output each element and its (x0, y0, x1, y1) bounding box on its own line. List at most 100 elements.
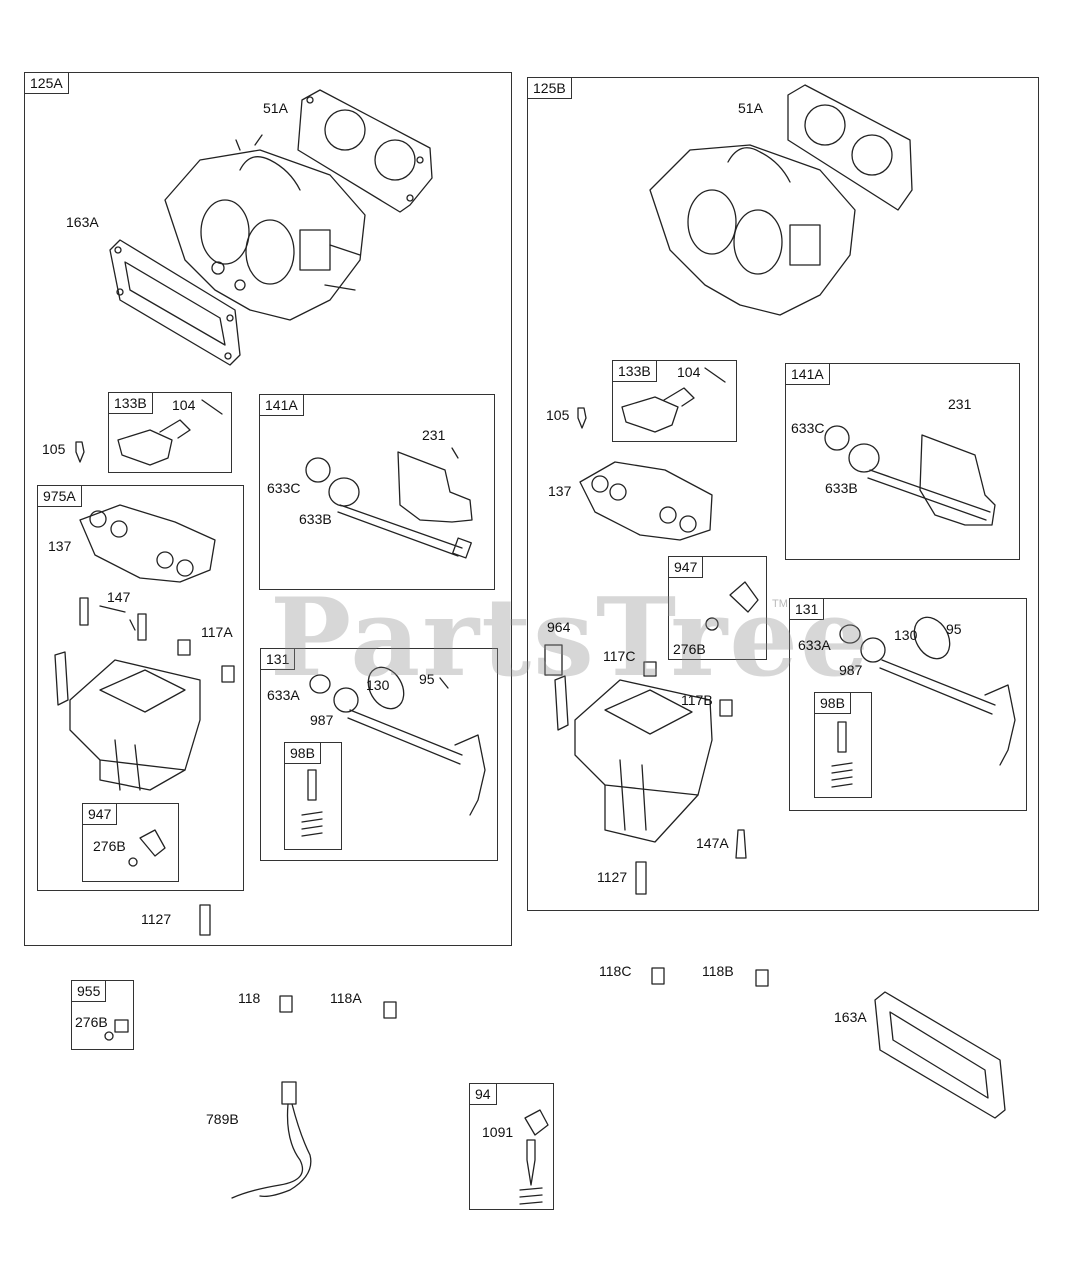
pin-147-b (137, 613, 147, 641)
callout-104-right: 104 (677, 364, 701, 380)
fitting-117B (719, 699, 733, 717)
fitting-117C (643, 661, 657, 677)
pin-147A (735, 829, 747, 859)
callout-1127-left: 1127 (141, 911, 172, 927)
group-125A: 125A (24, 72, 512, 946)
callout-117C: 117C (603, 648, 636, 664)
callout-104-left: 104 (172, 397, 196, 413)
callout-118: 118 (238, 990, 261, 1006)
idle-mixture-screw-94 (519, 1109, 549, 1205)
callout-118C: 118C (599, 963, 632, 979)
callout-117A-left: 117A (201, 624, 233, 640)
group-tag-131-left: 131 (260, 648, 296, 670)
group-tag-133B-left: 133B (108, 392, 153, 414)
screw-1127-left (199, 904, 211, 936)
callout-231-left: 231 (422, 427, 446, 443)
callout-118A: 118A (330, 990, 362, 1006)
choke-shaft-group-left (305, 447, 473, 559)
group-947-right: 947 (668, 556, 767, 660)
callout-130-right: 130 (894, 627, 918, 643)
fitting-105-right (577, 407, 587, 429)
gasket-51A-right (787, 84, 913, 211)
gasket-51A-left (297, 89, 433, 213)
group-131-right: 131 (789, 598, 1027, 811)
choke-shaft-group-right (824, 425, 996, 526)
fitting-118B (755, 969, 769, 987)
group-131-left: 131 (260, 648, 498, 861)
spring-screw-98B-right (831, 721, 853, 788)
fitting-117A-a (177, 639, 191, 656)
carburetor-body-right (649, 144, 856, 316)
callout-633B-right: 633B (825, 480, 858, 496)
callout-105-left: 105 (42, 441, 66, 457)
callout-964: 964 (547, 619, 571, 635)
callout-117B: 117B (681, 692, 713, 708)
callout-137-left: 137 (48, 538, 72, 554)
callout-1091: 1091 (482, 1124, 514, 1140)
group-tag-125B: 125B (527, 77, 572, 99)
group-94: 94 (469, 1083, 554, 1210)
fitting-118C (651, 967, 665, 985)
callout-51A-right: 51A (738, 100, 763, 116)
wire-harness-789B (231, 1081, 312, 1199)
group-tag-98B-right: 98B (814, 692, 851, 714)
group-955: 955 (71, 980, 134, 1050)
callout-987-left: 987 (310, 712, 334, 728)
group-947-left: 947 (82, 803, 179, 882)
group-975A: 975A (37, 485, 244, 891)
group-tag-131-right: 131 (789, 598, 825, 620)
gasket-163A-bottom (874, 991, 1006, 1119)
pin-104-right (704, 367, 726, 383)
group-tag-947-left: 947 (82, 803, 118, 825)
callout-147A: 147A (696, 835, 729, 851)
fitting-105-left (75, 441, 85, 463)
choke-lever-right (621, 387, 695, 433)
group-141A-left: 141A (259, 394, 495, 590)
callout-95-right: 95 (946, 621, 962, 637)
group-tag-141A-right: 141A (785, 363, 830, 385)
pin-104-left (201, 399, 223, 415)
group-tag-947-right: 947 (668, 556, 704, 578)
group-98B-right: 98B (814, 692, 872, 798)
group-125B: 125B (527, 77, 1039, 911)
callout-633A-left: 633A (267, 687, 300, 703)
callout-118B: 118B (702, 963, 734, 979)
callout-276B-955: 276B (75, 1014, 108, 1030)
group-tag-141A-left: 141A (259, 394, 304, 416)
callout-276B-left: 276B (93, 838, 126, 854)
float-bowl-left (54, 651, 201, 791)
group-98B-left: 98B (284, 742, 342, 850)
group-133B-right: 133B (612, 360, 737, 442)
spring-screw-98B-left (301, 769, 323, 837)
fitting-118A (383, 1001, 397, 1019)
gasket-137-right (579, 461, 713, 541)
throttle-shaft-group-right (839, 616, 1016, 766)
callout-633B-left: 633B (299, 511, 332, 527)
gasket-163A-left (109, 239, 241, 366)
group-tag-125A: 125A (24, 72, 69, 94)
solenoid-276B-left (139, 829, 166, 857)
callout-163A-left: 163A (66, 214, 99, 230)
callout-633A-right: 633A (798, 637, 831, 653)
callout-1127-right: 1127 (597, 869, 628, 885)
solenoid-276B-right (729, 581, 759, 613)
callout-137-right: 137 (548, 483, 572, 499)
callout-633C-right: 633C (791, 420, 825, 436)
watermark: PartsTree (270, 575, 871, 701)
group-133B-left: 133B (108, 392, 232, 473)
callout-633C-left: 633C (267, 480, 301, 496)
fitting-117A-b (221, 665, 235, 683)
throttle-shaft-group-left (309, 666, 486, 816)
callout-105-right: 105 (546, 407, 570, 423)
choke-lever-left (117, 419, 191, 466)
group-tag-975A: 975A (37, 485, 82, 507)
callout-163A-bottom: 163A (834, 1009, 867, 1025)
fitting-276B-955 (114, 1019, 129, 1033)
callout-51A-left: 51A (263, 100, 288, 116)
pin-147-a (79, 597, 89, 626)
callout-95-left: 95 (419, 671, 435, 687)
callout-130-left: 130 (366, 677, 390, 693)
group-tag-98B-left: 98B (284, 742, 321, 764)
callout-231-right: 231 (948, 396, 972, 412)
